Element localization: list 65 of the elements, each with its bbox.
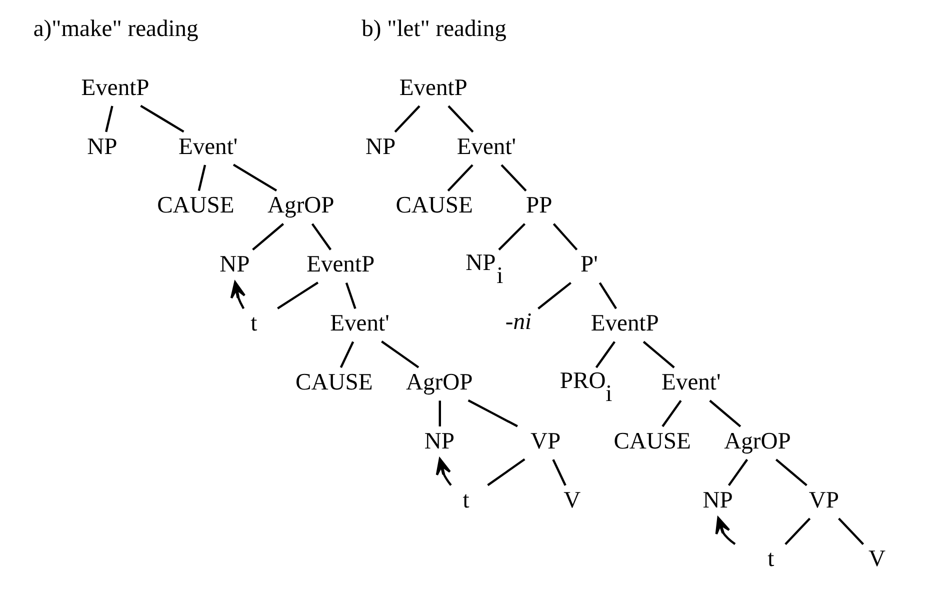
node-text: NP (424, 428, 454, 454)
connector (537, 282, 571, 310)
node-text: V (868, 546, 886, 572)
connector (708, 400, 741, 428)
connector (140, 104, 184, 133)
connector (727, 458, 748, 486)
connector (344, 282, 356, 309)
node-text: t (462, 487, 469, 514)
node-text: Event' (456, 134, 516, 160)
connector (446, 164, 473, 192)
node-text: Event' (330, 310, 389, 337)
connector (486, 458, 525, 486)
node-text: CAUSE (613, 428, 690, 454)
arrow (230, 281, 246, 310)
connector (276, 282, 318, 310)
node-text: Event' (661, 369, 720, 396)
connector (598, 282, 616, 310)
node-text: CAUSE (156, 192, 234, 219)
connector (498, 223, 526, 250)
node-text: t (767, 546, 774, 572)
node-text: AgrOP (724, 428, 790, 454)
connector (252, 223, 284, 251)
node-text: EventP (398, 74, 467, 101)
connector (552, 459, 566, 486)
node-text: Event' (178, 134, 238, 160)
connector (104, 106, 113, 132)
label: a)"make" reading (32, 16, 198, 42)
connector (500, 164, 526, 192)
connector (838, 518, 864, 546)
connector (394, 105, 420, 133)
connector (774, 458, 807, 486)
connector (784, 518, 810, 546)
node-text: AgrOP (406, 369, 472, 396)
connector (642, 340, 674, 368)
connector (447, 105, 474, 133)
connector (661, 400, 682, 428)
node-text: V (563, 487, 580, 514)
node-text: CAUSE (295, 369, 372, 396)
node-text: NP (702, 487, 732, 514)
node-text: EventP (590, 310, 658, 337)
node-text: -ni (504, 309, 532, 336)
node-text: CAUSE (395, 192, 472, 219)
connector (232, 164, 277, 192)
connector (552, 223, 578, 250)
node-text: NP (365, 134, 396, 160)
node-text: VP (530, 428, 560, 454)
connector (310, 223, 332, 250)
connector (438, 400, 440, 426)
node-text: EventP (80, 74, 149, 101)
label: b) "let" reading (361, 16, 506, 42)
node-text: AgrOP (267, 192, 334, 219)
connector (380, 340, 419, 368)
node-text: NP (86, 134, 117, 160)
node-text: t (250, 310, 257, 337)
arrow (714, 516, 736, 545)
node-text: EventP (306, 252, 374, 278)
connector (339, 341, 354, 368)
node-text: VP (808, 487, 838, 514)
connector (594, 341, 615, 368)
arrow (435, 458, 452, 486)
connector (467, 399, 518, 428)
connector (197, 164, 206, 192)
node-text: P' (580, 252, 598, 278)
node-text: PP (526, 192, 552, 219)
node-text: NP (219, 252, 250, 278)
